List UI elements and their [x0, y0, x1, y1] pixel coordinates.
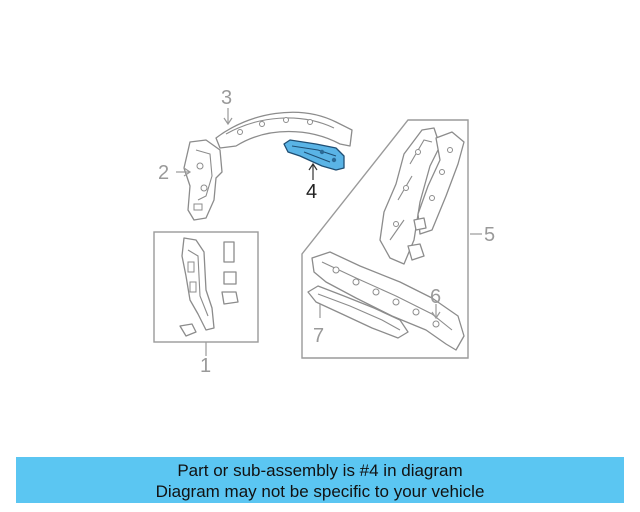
callout-4: 4 [306, 181, 317, 203]
part-4-highlighted-bracket: 4 [283, 139, 345, 203]
callout-7: 7 [313, 325, 324, 347]
callout-5: 5 [484, 224, 495, 246]
part-2-bracket: 2 [158, 139, 223, 221]
part-7-reinforcement: 7 [307, 285, 409, 347]
part-3-roof-rail: 3 [215, 87, 353, 149]
banner-line-2: Diagram may not be specific to your vehi… [155, 482, 485, 501]
callout-3: 3 [221, 87, 232, 109]
parts-diagram: 3 2 4 1 [153, 87, 495, 377]
callout-1: 1 [200, 355, 211, 377]
info-banner: Part or sub-assembly is #4 in diagram Di… [16, 457, 624, 503]
part-1-group: 1 [153, 231, 259, 377]
part-6-rocker-rail: 6 [311, 251, 465, 351]
banner-line-1: Part or sub-assembly is #4 in diagram [177, 461, 463, 480]
callout-6: 6 [430, 286, 441, 308]
callout-2: 2 [158, 162, 169, 184]
part-5-group: 5 [301, 119, 495, 359]
